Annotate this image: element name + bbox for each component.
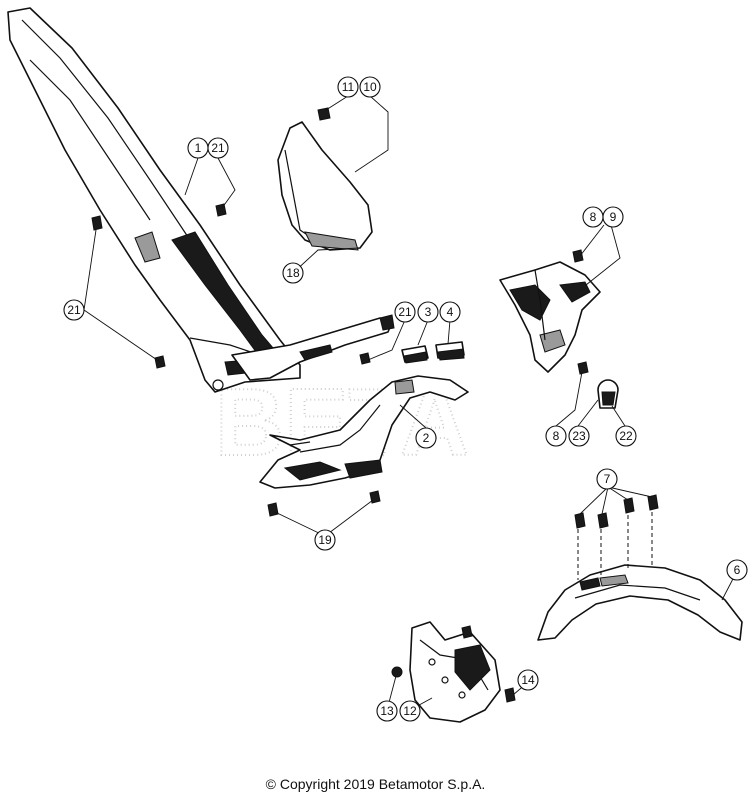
callout-label: 11: [342, 80, 355, 94]
callout-4: 4: [439, 301, 461, 323]
callout-label: 23: [572, 429, 586, 443]
callout-10: 10: [359, 76, 381, 98]
callout-label: 8: [553, 429, 560, 443]
side-cover-part: [277, 121, 373, 251]
pad-part-3: [401, 345, 429, 364]
callout-8: 8: [582, 206, 604, 228]
copyright-notice: © Copyright 2019 Betamotor S.p.A.: [265, 776, 486, 792]
callout-label: 18: [286, 266, 300, 280]
callout-13: 13: [376, 700, 398, 722]
clamp-part: [597, 379, 619, 409]
callout-label: 10: [363, 80, 377, 94]
callout-label: 12: [403, 704, 417, 718]
callout-label: 8: [590, 210, 597, 224]
callout-23: 23: [568, 425, 590, 447]
callout-label: 21: [67, 303, 81, 317]
callout-8: 8: [545, 425, 567, 447]
screw-icon: [391, 625, 516, 703]
disc-guard-part: [409, 621, 501, 723]
callout-18: 18: [282, 262, 304, 284]
callout-12: 12: [399, 700, 421, 722]
callout-21: 21: [394, 301, 416, 323]
callout-label: 19: [318, 533, 332, 547]
callout-label: 22: [619, 429, 633, 443]
callout-label: 21: [398, 305, 412, 319]
callout-6: 6: [726, 559, 748, 581]
callout-1: 1: [187, 137, 209, 159]
strap-part: [231, 314, 395, 381]
callout-label: 9: [610, 210, 617, 224]
callout-label: 14: [521, 673, 535, 687]
screw-icon: [574, 494, 659, 529]
callout-21: 21: [63, 299, 85, 321]
callout-2: 2: [415, 427, 437, 449]
side-panel-part: [7, 7, 301, 393]
callout-label: 21: [211, 141, 225, 155]
screw-icon: [267, 490, 381, 517]
callout-21: 21: [207, 137, 229, 159]
callout-9: 9: [602, 206, 624, 228]
callout-19: 19: [314, 529, 336, 551]
callout-14: 14: [517, 669, 539, 691]
front-fender-part: [537, 505, 743, 641]
headlight-holder-part: [499, 261, 601, 373]
callout-7: 7: [596, 468, 618, 490]
callout-label: 4: [447, 305, 454, 319]
callout-label: 2: [423, 431, 430, 445]
callout-label: 6: [734, 563, 741, 577]
pad-part-4: [435, 341, 465, 361]
mount-bracket-part: [259, 375, 469, 489]
callout-label: 13: [380, 704, 394, 718]
callout-label: 7: [604, 472, 611, 486]
callout-3: 3: [417, 301, 439, 323]
screw-icon: [572, 249, 589, 375]
callout-label: 1: [195, 141, 202, 155]
callout-label: 3: [425, 305, 432, 319]
leader-lines: [83, 95, 736, 711]
callout-22: 22: [615, 425, 637, 447]
callout-11: 11: [337, 76, 359, 98]
